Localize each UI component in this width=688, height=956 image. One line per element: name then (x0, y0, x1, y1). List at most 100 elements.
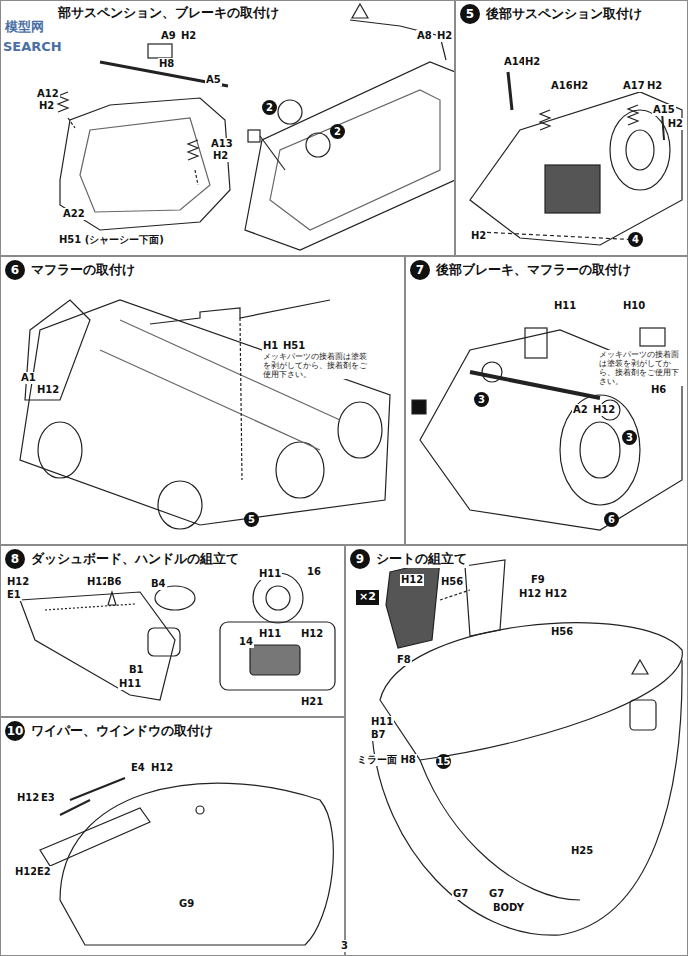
callout-number: 3 (622, 430, 637, 445)
body-top (70, 778, 125, 800)
dashboard (266, 586, 290, 610)
chassis-underside (20, 300, 390, 525)
step-panel: 6マフラーの取付け (0, 256, 405, 545)
part-code: H12 (36, 384, 60, 396)
front-subframe (68, 118, 75, 128)
chassis-underside (25, 300, 90, 400)
step-number: 6 (5, 260, 25, 280)
part-code: H11 (370, 716, 394, 728)
step-title: ダッシュボード、ハンドルの組立て (29, 550, 241, 568)
note-text: メッキパーツの接着面は塗装を剥がしてから、接着剤をご使用下さい。 (598, 350, 684, 386)
chassis-underside (276, 442, 324, 498)
callout-number: 5 (244, 512, 259, 527)
step-number: 7 (410, 260, 430, 280)
rear-chassis (662, 112, 664, 140)
part-code: H12 (16, 792, 40, 804)
part-code: A17 (622, 80, 646, 92)
part-code: H10 (622, 300, 646, 312)
part-code: ミラー面 H8 (356, 754, 417, 766)
dashboard (148, 628, 180, 656)
part-code: 16 (306, 566, 322, 578)
dashboard (250, 645, 300, 675)
part-code: H51 (282, 340, 306, 352)
callout-number: 15 (436, 754, 451, 769)
chassis-front-view (306, 133, 330, 157)
rear-chassis-brake (560, 395, 640, 505)
rear-chassis (508, 72, 512, 110)
rear-chassis-brake (525, 328, 547, 358)
chassis-front-view (270, 90, 440, 230)
front-subframe (58, 44, 230, 230)
part-code: A13 (210, 138, 234, 150)
part-code: G7 (452, 888, 469, 900)
part-code: H2 (38, 100, 55, 112)
dashboard (20, 592, 175, 700)
rear-chassis (470, 72, 682, 245)
watermark: 模型网 (4, 20, 45, 35)
chassis-front-view (245, 4, 455, 250)
part-code: H8 (158, 58, 175, 70)
step-title: 部サスペンション、ブレーキの取付け (56, 4, 281, 22)
dashboard (108, 592, 116, 605)
chassis-front-view (278, 100, 302, 124)
step-heading: 9シートの組立て (346, 546, 687, 569)
step-number: 10 (5, 721, 25, 741)
part-code: H2 (667, 118, 684, 130)
rear-chassis (628, 105, 638, 125)
seat-and-body (372, 560, 682, 935)
step-title: マフラーの取付け (29, 261, 137, 279)
chassis-underside (240, 318, 242, 480)
rear-chassis (470, 92, 682, 245)
rear-chassis-brake (412, 400, 426, 414)
part-code: A16 (550, 80, 574, 92)
step-panel: 5後部サスペンション取付け (455, 0, 688, 256)
note-text: メッキパーツの接着面は塗装を剥がしてから、接着剤をご使用下さい。 (262, 352, 374, 379)
part-code: A15 (652, 104, 676, 116)
part-code: H11 (118, 678, 142, 690)
callout-number: 6 (604, 512, 619, 527)
part-code: H1 (262, 340, 279, 352)
step-number: 5 (460, 4, 480, 24)
body-top (60, 783, 333, 945)
body-top (196, 806, 204, 814)
front-subframe (188, 140, 198, 160)
rear-chassis (610, 110, 670, 190)
callout-number: 2 (262, 100, 277, 115)
rear-chassis (626, 130, 654, 170)
part-code: A9 (160, 30, 177, 42)
body-top (40, 808, 150, 866)
chassis-front-view (248, 130, 260, 142)
seat-and-body (380, 623, 682, 760)
part-code: H11 (258, 568, 282, 580)
part-code: A8 (416, 30, 433, 42)
part-code: H12 (400, 574, 424, 586)
rear-chassis-brake (580, 422, 620, 478)
front-subframe (195, 170, 198, 185)
part-code: A22 (62, 208, 86, 220)
dashboard (20, 573, 335, 700)
seat-and-body (386, 560, 440, 648)
part-code: H25 (570, 845, 594, 857)
seat-and-body (420, 760, 580, 900)
part-code: H56 (440, 576, 464, 588)
part-code: H2 (212, 150, 229, 162)
step-heading: 5後部サスペンション取付け (456, 1, 687, 24)
chassis-underside (38, 422, 82, 478)
part-code: B7 (370, 729, 387, 741)
part-code: H2 (572, 80, 589, 92)
dashboard (155, 586, 195, 610)
part-code: H11 (553, 300, 577, 312)
part-code: F8 (396, 654, 412, 666)
part-code: H2 (436, 30, 453, 42)
part-code: H2 (470, 230, 487, 242)
part-code: H12 (544, 588, 568, 600)
dashboard (45, 604, 135, 610)
chassis-underside (158, 481, 202, 529)
part-code: H2 (524, 56, 541, 68)
part-code: H2 (180, 30, 197, 42)
dashboard (253, 573, 303, 623)
step-number: 9 (350, 549, 370, 569)
front-subframe (80, 118, 210, 212)
part-code: A1 (20, 372, 37, 384)
chassis-underside (20, 300, 390, 529)
